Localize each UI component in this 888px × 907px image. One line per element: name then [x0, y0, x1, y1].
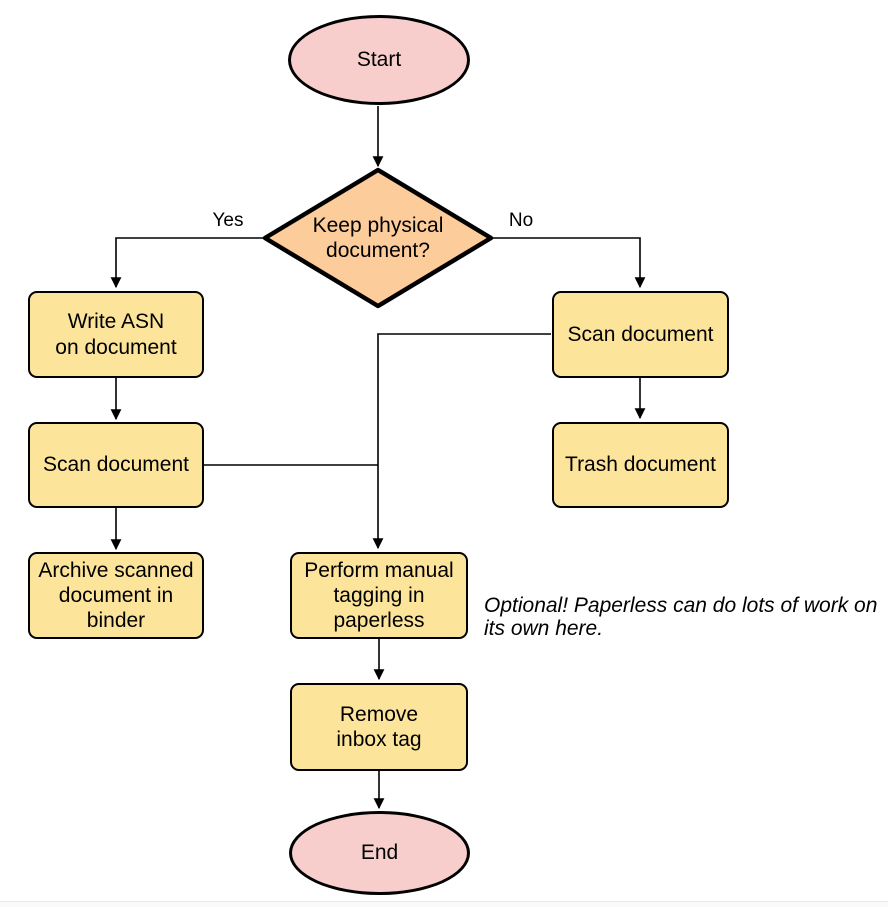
annotation-optional: Optional! Paperless can do lots of work … — [484, 594, 878, 641]
node-scan-left-label: Scan document — [43, 453, 189, 477]
node-trash-label: Trash document — [565, 453, 716, 477]
node-start: Start — [288, 15, 470, 105]
edge-scanright-tagging — [372, 333, 551, 550]
node-scan-right: Scan document — [552, 291, 729, 378]
node-remove-inbox: Remove inbox tag — [290, 683, 468, 771]
node-scan-left: Scan document — [28, 422, 204, 508]
node-write-asn-label: Write ASN on document — [55, 310, 177, 359]
node-scan-right-label: Scan document — [567, 322, 714, 346]
edge-label-no: No — [506, 210, 536, 232]
node-archive: Archive scanned document in binder — [28, 552, 204, 639]
node-archive-label: Archive scanned document in binder — [38, 558, 194, 633]
node-end-label: End — [360, 841, 399, 865]
node-tagging-label: Perform manual tagging in paperless — [304, 558, 454, 633]
edge-label-yes: Yes — [210, 210, 246, 232]
node-end: End — [289, 811, 470, 895]
node-tagging: Perform manual tagging in paperless — [290, 552, 468, 639]
node-decision: Keep physical document? — [262, 167, 494, 309]
diamond-shape — [262, 167, 494, 309]
node-decision-label: Keep physical document? — [312, 213, 444, 262]
node-remove-inbox-label: Remove inbox tag — [336, 702, 422, 751]
page-bottom-divider — [0, 901, 888, 907]
node-start-label: Start — [356, 48, 402, 72]
node-write-asn: Write ASN on document — [28, 291, 204, 378]
edge-decision-writeasn-yes — [110, 237, 263, 289]
node-trash: Trash document — [552, 422, 729, 508]
edge-decision-scanright-no — [492, 237, 646, 289]
